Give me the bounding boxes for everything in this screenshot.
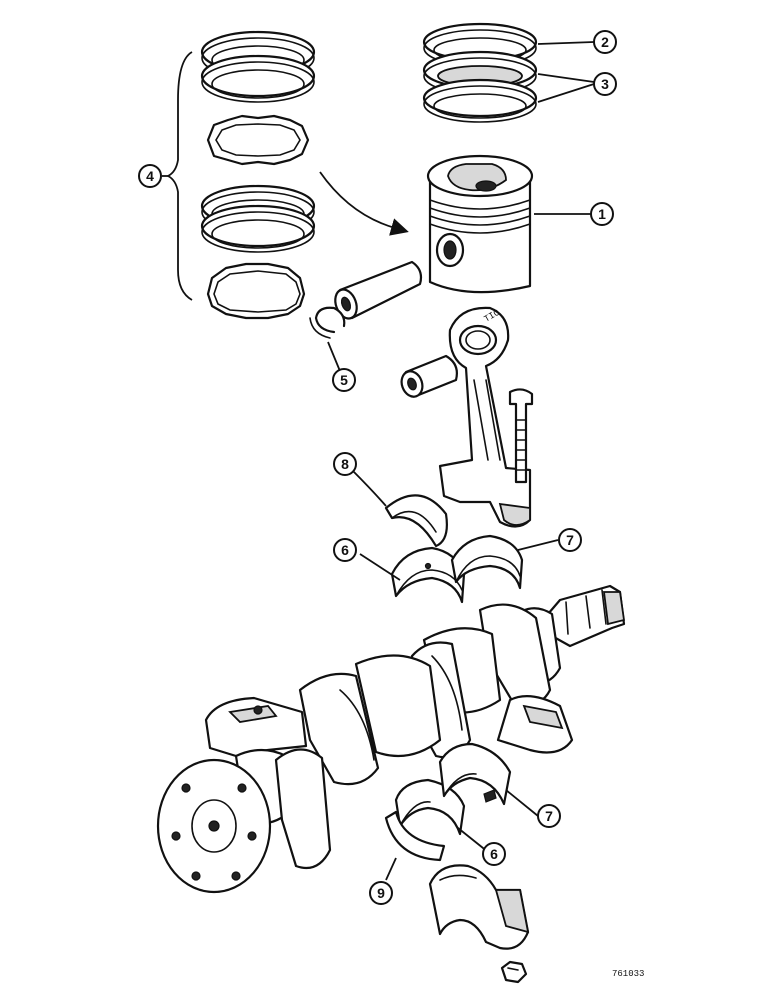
oil-control-ring-lower [200,204,316,253]
callout-2-label: 2 [601,34,609,50]
main-bearing-shell-upper [394,778,466,836]
callout-6-rod-label: 6 [341,542,349,558]
callout-6-rod: 6 [333,538,357,562]
callout-7-main: 7 [537,804,561,828]
expander-ring-lower [206,262,306,320]
callout-2: 2 [593,30,617,54]
second-ring [422,50,538,95]
leader-lines [162,41,595,881]
callout-8-label: 8 [341,456,349,472]
third-ring [422,78,538,123]
connecting-rod: TIO [438,306,532,528]
piston-rings-installed [422,22,538,123]
callout-3-label: 3 [601,76,609,92]
connecting-rod-bolt [508,388,534,484]
ring-set-brace [165,51,193,301]
callout-7-rod: 7 [558,528,582,552]
callout-4: 4 [138,164,162,188]
callout-6-main: 6 [482,842,506,866]
thrust-washer-upper [384,494,448,548]
main-cap-bolt [500,960,528,984]
callout-5-label: 5 [340,372,348,388]
expander-ring-upper [206,114,310,166]
main-bearing-cap [428,864,530,950]
callout-3: 3 [593,72,617,96]
top-ring [422,22,538,67]
thrust-washer-lower [384,810,446,862]
callout-9: 9 [369,881,393,905]
rod-bearing-shell-lower [450,534,524,590]
crankshaft [156,584,626,894]
main-bearing-shell-lower [438,742,512,806]
callout-7-rod-label: 7 [566,532,574,548]
compression-ring-lower [200,54,316,103]
callout-1-label: 1 [598,206,606,222]
piston-pin [334,260,423,320]
small-end-bushing [400,354,458,398]
piston-ring-set [200,30,316,320]
callout-6-main-label: 6 [490,846,498,862]
piston [426,154,534,294]
assembly-arrow [319,171,409,236]
figure-reference-number: 761033 [612,969,644,979]
snap-ring [309,306,346,339]
callout-1: 1 [590,202,614,226]
callout-7-main-label: 7 [545,808,553,824]
callout-5: 5 [332,368,356,392]
callout-8: 8 [333,452,357,476]
callout-9-label: 9 [377,885,385,901]
callout-4-label: 4 [146,168,154,184]
